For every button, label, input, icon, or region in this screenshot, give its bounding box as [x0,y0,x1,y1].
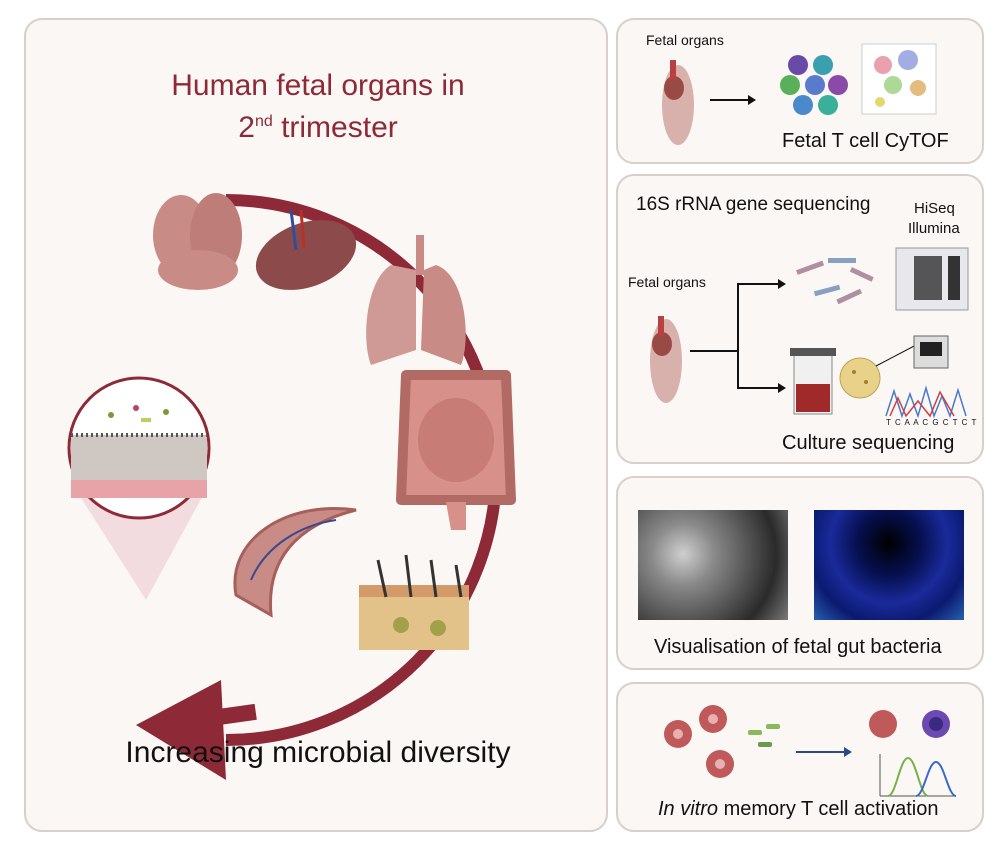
act-caption: In vitro memory T cell activation [658,798,939,820]
skin-organ [359,554,469,650]
dna-fragments-icon [796,258,874,305]
intestine-organ [396,370,516,530]
t-cell-interaction-icon [869,710,950,738]
activation-illustration [664,705,957,797]
spleen-organ [255,209,357,290]
umap-plot-icon [861,43,937,115]
main-title-line1: Human fetal organs in [171,69,465,102]
organ-cycle-illustration [67,193,516,780]
sanger-sequencer-icon [913,335,949,369]
main-panel: Human fetal organs in 2nd trimester [24,18,608,832]
seq-organs-label: Fetal organs [628,274,706,290]
arrow-head [136,680,226,780]
thymus-organ [153,193,242,290]
visualisation-panel: Visualisation of fetal gut bacteria [616,476,984,670]
sem-micrograph-image [638,510,788,620]
fluorescence-image [814,510,964,620]
fetal-body-icon [650,316,682,403]
seq-machine-line2: Illumina [908,220,960,237]
seq-caption: Culture sequencing [782,432,955,454]
sequencing-panel: 16S rRNA gene sequencing HiSeq Illumina … [616,174,984,464]
culture-tube-icon [790,348,836,415]
cytof-organs-label: Fetal organs [646,32,724,48]
chromatogram-icon [885,385,967,419]
petri-dish-icon [839,343,919,399]
bacteria-icon [748,724,780,747]
lungs-organ [366,235,466,365]
vis-caption: Visualisation of fetal gut bacteria [654,636,942,658]
fetal-body-icon [662,60,694,145]
cytof-illustration [662,43,937,145]
gut-epithelium-magnifier [67,376,211,600]
activation-panel: In vitro memory T cell activation [616,682,984,832]
cytof-caption: Fetal T cell CyTOF [782,130,949,152]
main-caption: Increasing microbial diversity [125,736,511,769]
seq-machine-line1: HiSeq [914,200,955,217]
dendritic-cells-icon [664,705,734,778]
sequencing-illustration [650,247,969,419]
seq-heading: 16S rRNA gene sequencing [636,194,871,215]
cytof-panel: Fetal organs Fetal T cell CyTOF [616,18,984,164]
placenta-organ [233,507,357,618]
t-cells-icon [780,55,848,115]
main-title-line2: 2nd trimester [238,111,398,144]
sequencer-machine-icon [895,247,969,311]
sequence-text: T C A A C G C T C T [886,418,978,427]
flow-histogram-icon [879,754,957,797]
